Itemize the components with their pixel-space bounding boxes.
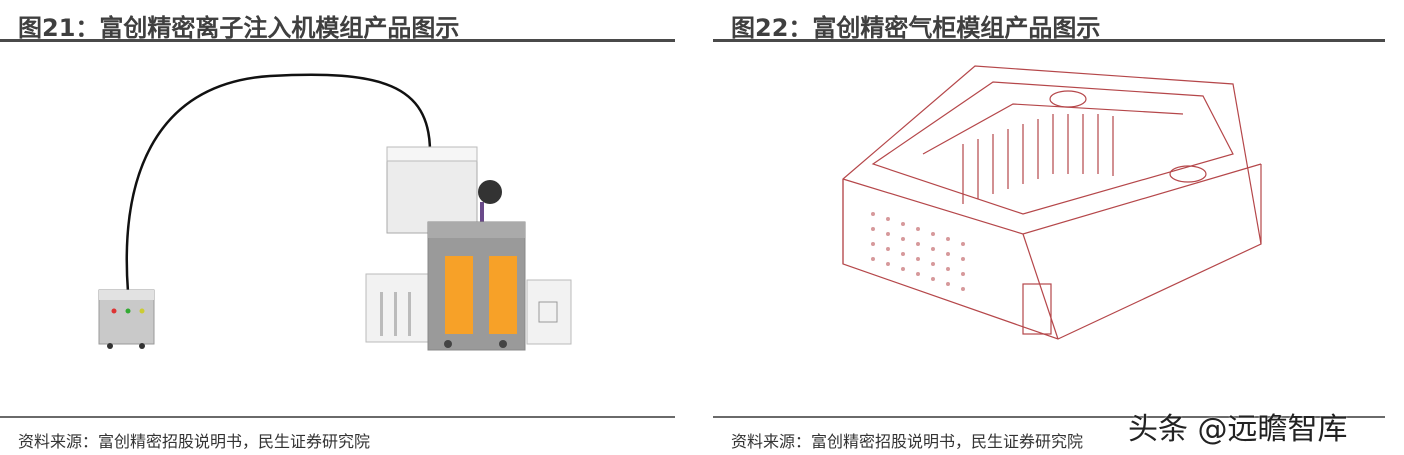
gas-cabinet-module-image [842, 65, 1262, 340]
watermark: 头条 @远瞻智库 [1128, 412, 1348, 447]
figure-title: 图21：富创精密离子注入机模组产品图示 [18, 14, 460, 42]
figure-title: 图22：富创精密气柜模组产品图示 [731, 14, 1101, 42]
divider [0, 39, 675, 42]
divider [713, 39, 1385, 42]
figure-21: 图21：富创精密离子注入机模组产品图示 资料来源：富创精密招股说明书，民生证券研… [0, 0, 675, 455]
divider [713, 416, 1385, 418]
figure-22: 图22：富创精密气柜模组产品图示 资料来源：富创精密招股说明书，民生证券研究院 [713, 0, 1385, 455]
divider [0, 416, 675, 418]
figure-source: 资料来源：富创精密招股说明书，民生证券研究院 [18, 432, 371, 451]
ion-implanter-module-image [98, 73, 572, 351]
figure-source: 资料来源：富创精密招股说明书，民生证券研究院 [731, 432, 1084, 451]
